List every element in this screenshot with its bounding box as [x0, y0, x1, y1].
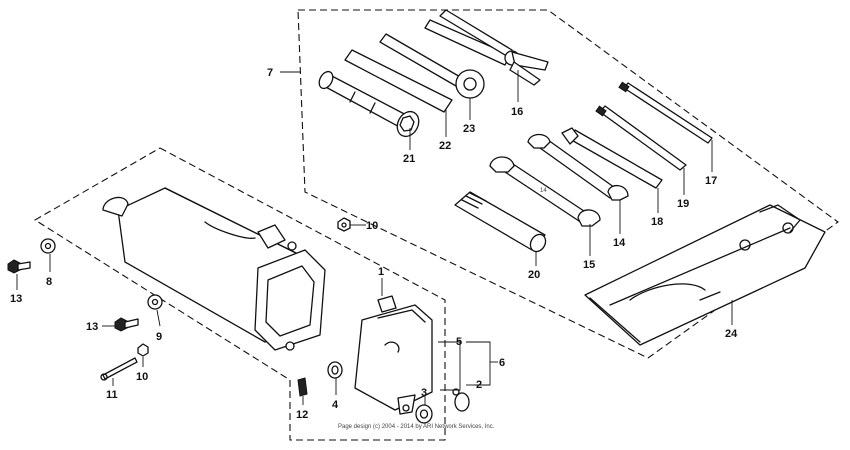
callout-labels: 1 2 3 4 5 6 7 8 9 10 10 11 12 13 13 14 1…	[10, 67, 738, 421]
copyright-footer: Page design (c) 2004 - 2014 by ARI Netwo…	[338, 424, 495, 430]
wrench-18	[561, 127, 663, 189]
ring-wrench	[379, 33, 485, 99]
screwdriver-17	[618, 81, 713, 144]
screwdriver-19	[595, 105, 687, 171]
callout-19: 19	[677, 198, 689, 210]
tool-bag	[584, 204, 826, 346]
driver-handle	[454, 191, 547, 253]
tool-box	[102, 187, 326, 351]
handle-bar	[344, 49, 453, 113]
wrench-14	[527, 133, 629, 201]
callout-12: 12	[296, 409, 308, 421]
callout-3: 3	[421, 387, 427, 399]
callout-23: 23	[463, 123, 475, 135]
callout-7: 7	[267, 67, 273, 79]
callout-13-lower: 13	[86, 321, 98, 333]
callout-10-upper: 10	[366, 220, 378, 232]
callout-24: 24	[725, 328, 738, 340]
callout-11: 11	[106, 389, 118, 401]
callout-15: 15	[583, 259, 595, 271]
pliers	[424, 9, 549, 86]
callout-14: 14	[613, 237, 626, 249]
callout-17: 17	[705, 175, 717, 187]
callout-1: 1	[378, 266, 384, 278]
callout-13-upper: 13	[10, 293, 22, 305]
callout-2: 2	[476, 379, 482, 391]
callout-6: 6	[499, 357, 505, 369]
tool-box-lid	[354, 295, 433, 415]
wrench-15: 14	[489, 156, 601, 227]
small-parts	[7, 217, 470, 424]
callout-10-lower: 10	[136, 371, 148, 383]
callout-20: 20	[528, 269, 540, 281]
callout-5: 5	[456, 336, 462, 348]
tool-kit-outline	[297, 9, 839, 359]
callout-9: 9	[156, 331, 162, 343]
svg-text:14: 14	[540, 188, 547, 194]
leader-lines	[16, 70, 733, 405]
callout-16: 16	[511, 106, 523, 118]
callout-18: 18	[651, 216, 663, 228]
plug-wrench	[318, 70, 420, 138]
callout-8: 8	[46, 276, 52, 288]
callout-21: 21	[403, 153, 415, 165]
callout-4: 4	[332, 399, 339, 411]
callout-22: 22	[439, 140, 451, 152]
tool-box-outline	[33, 147, 446, 441]
